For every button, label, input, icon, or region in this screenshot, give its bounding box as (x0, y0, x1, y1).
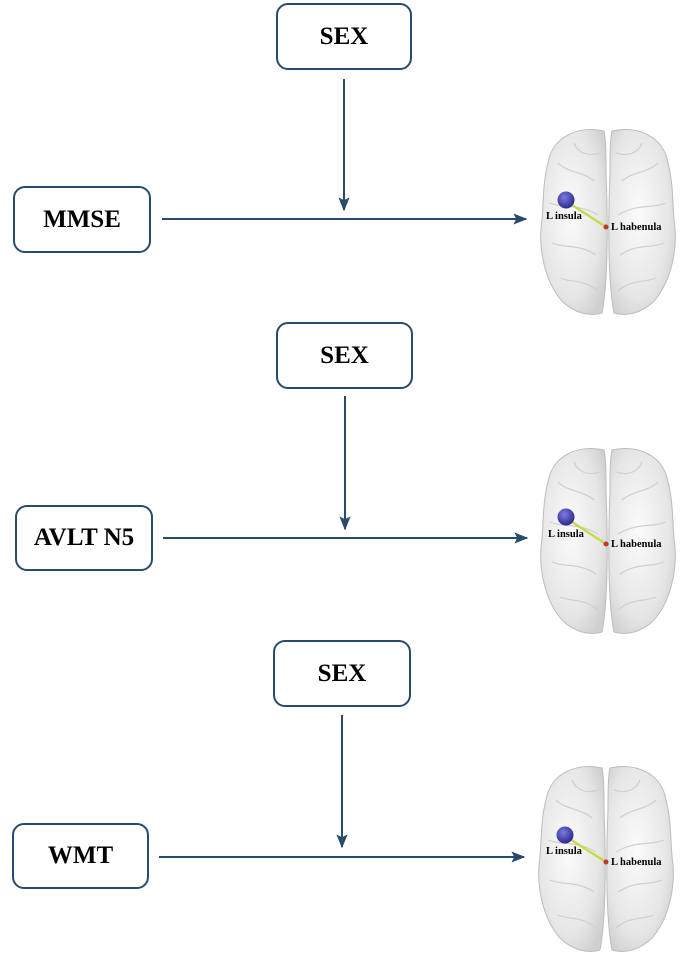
left-hemisphere (538, 766, 606, 952)
moderator-label: SEX (319, 22, 369, 50)
habenula-node (603, 541, 609, 547)
predictor-box: MMSE (13, 186, 151, 253)
connection-edge (564, 834, 607, 864)
arrows (162, 79, 528, 225)
moderation-panel-2: SEX AVLT N5 L insula L habenula (0, 318, 685, 638)
insula-label: L insula (548, 529, 585, 540)
moderation-panel-1: SEX MMSE L insula L habenula (0, 0, 685, 320)
habenula-node (603, 224, 609, 230)
right-hemisphere (608, 448, 676, 634)
brain-connectivity-figure: L insula L habenula (540, 129, 676, 315)
connection-edge (565, 516, 607, 546)
habenula-label: L habenula (611, 539, 662, 550)
habenula-node (603, 859, 609, 865)
moderator-box: SEX (276, 322, 413, 389)
insula-label: L insula (546, 211, 583, 222)
habenula-label: L habenula (611, 857, 662, 868)
moderator-label: SEX (320, 341, 369, 369)
left-hemisphere (540, 448, 608, 634)
insula-node (556, 826, 574, 844)
insula-node (557, 508, 575, 526)
brain-connectivity-figure: L insula L habenula (538, 766, 674, 952)
moderator-box: SEX (276, 3, 412, 70)
predictor-label: MMSE (43, 205, 121, 233)
moderator-box: SEX (273, 640, 411, 707)
connection-edge (565, 199, 607, 229)
moderator-label: SEX (317, 659, 367, 687)
left-hemisphere (540, 129, 608, 315)
habenula-label: L habenula (611, 222, 662, 233)
insula-node (557, 191, 575, 209)
predictor-box: AVLT N5 (15, 505, 153, 571)
arrows (163, 396, 529, 544)
moderation-panel-3: SEX WMT L insula L habenula (0, 636, 685, 956)
predictor-label: AVLT N5 (33, 524, 135, 551)
right-hemisphere (608, 129, 676, 315)
insula-label: L insula (546, 846, 583, 857)
arrows (159, 715, 526, 863)
predictor-box: WMT (12, 823, 149, 889)
predictor-label: WMT (47, 842, 114, 869)
right-hemisphere (606, 766, 674, 952)
brain-connectivity-figure: L insula L habenula (540, 448, 676, 634)
